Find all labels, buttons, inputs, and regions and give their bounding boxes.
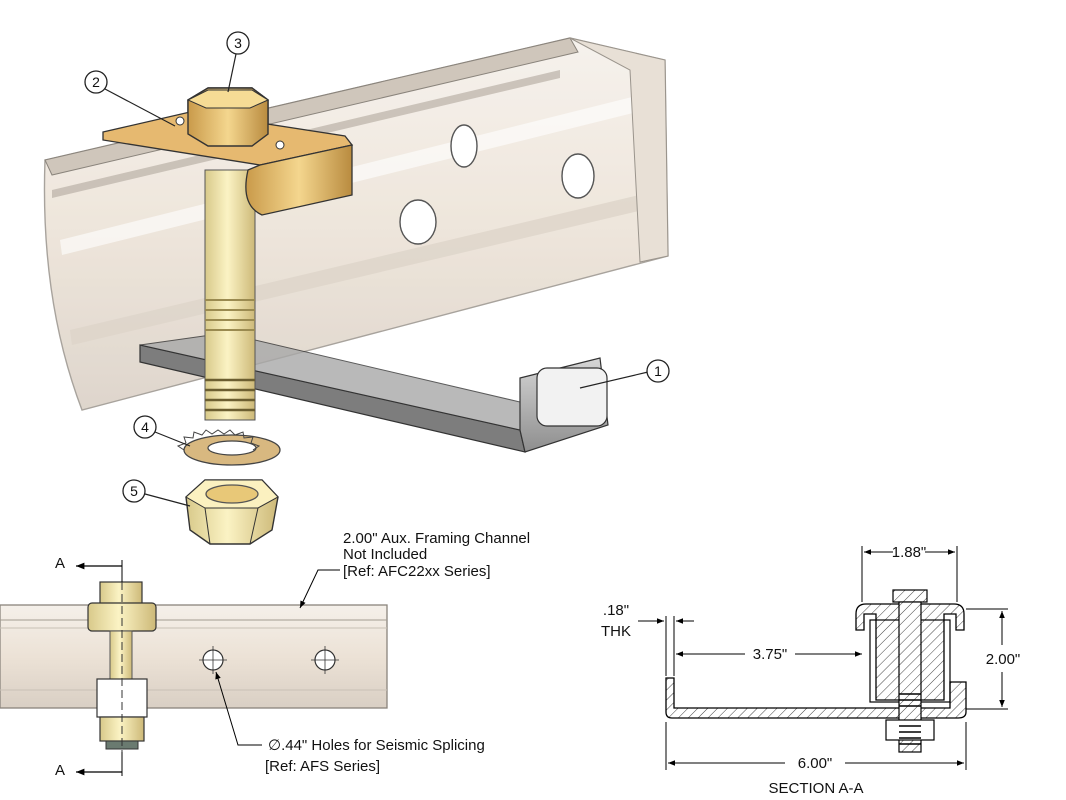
framing-channel-iso bbox=[43, 37, 669, 411]
side-elevation-view: A A 2.00" Aux. Framing Channel Not Inclu… bbox=[0, 530, 530, 779]
dim-thk-label-2: THK bbox=[601, 623, 631, 640]
callout-5: 5 bbox=[122, 479, 191, 507]
channel-note: 2.00" Aux. Framing Channel Not Included … bbox=[299, 530, 530, 609]
channel-hole-2 bbox=[561, 153, 595, 199]
callout-2: 2 bbox=[84, 70, 176, 127]
dim-1-88-label: 1.88" bbox=[892, 544, 927, 561]
callout-3-label: 3 bbox=[234, 35, 242, 51]
section-marker-bottom-label: A bbox=[55, 762, 65, 779]
dim-3-75-label: 3.75" bbox=[753, 646, 788, 663]
callout-4: 4 bbox=[133, 415, 191, 447]
lock-washer-part-4 bbox=[176, 429, 281, 466]
section-a-a-view: 1.88" .18" THK 3.75" 2.00" bbox=[601, 544, 1020, 797]
callout-5-label: 5 bbox=[130, 483, 138, 499]
dim-thk: .18" THK bbox=[601, 602, 694, 676]
dim-2-00-label: 2.00" bbox=[986, 651, 1021, 668]
callout-4-label: 4 bbox=[141, 419, 149, 435]
holes-note-line2: [Ref: AFS Series] bbox=[265, 758, 380, 775]
hex-nut-part-5 bbox=[185, 479, 279, 545]
holes-note: ∅.44" Holes for Seismic Splicing [Ref: A… bbox=[215, 671, 485, 775]
channel-note-line3: [Ref: AFC22xx Series] bbox=[343, 563, 491, 580]
dim-6-00-label: 6.00" bbox=[798, 755, 833, 772]
clamp-part-2 bbox=[102, 87, 354, 216]
channel-note-line2: Not Included bbox=[343, 546, 427, 563]
section-marker-top-label: A bbox=[55, 555, 65, 572]
holes-note-line1: ∅.44" Holes for Seismic Splicing bbox=[268, 737, 485, 754]
isometric-assembly: 1 2 3 4 5 bbox=[43, 31, 670, 545]
callout-3: 3 bbox=[226, 31, 250, 93]
elevation-hole-2 bbox=[311, 646, 339, 674]
elevation-bolt-stack bbox=[87, 570, 157, 770]
callout-2-label: 2 bbox=[92, 74, 100, 90]
channel-hole-1 bbox=[450, 124, 478, 168]
dim-2-00: 2.00" bbox=[966, 608, 1021, 710]
callout-1: 1 bbox=[579, 359, 670, 389]
dim-3-75: 3.75" bbox=[676, 646, 862, 663]
dim-1-88: 1.88" bbox=[861, 544, 958, 602]
dim-thk-label-1: .18" bbox=[603, 602, 629, 619]
channel-note-line1: 2.00" Aux. Framing Channel bbox=[343, 530, 530, 547]
section-marker-top: A bbox=[55, 555, 123, 582]
callout-1-label: 1 bbox=[654, 363, 662, 379]
section-title: SECTION A-A bbox=[768, 780, 863, 797]
section-marker-bottom: A bbox=[55, 752, 123, 779]
elevation-hole-1 bbox=[199, 646, 227, 674]
dim-6-00: 6.00" bbox=[665, 722, 967, 772]
channel-hole-3 bbox=[399, 199, 437, 245]
